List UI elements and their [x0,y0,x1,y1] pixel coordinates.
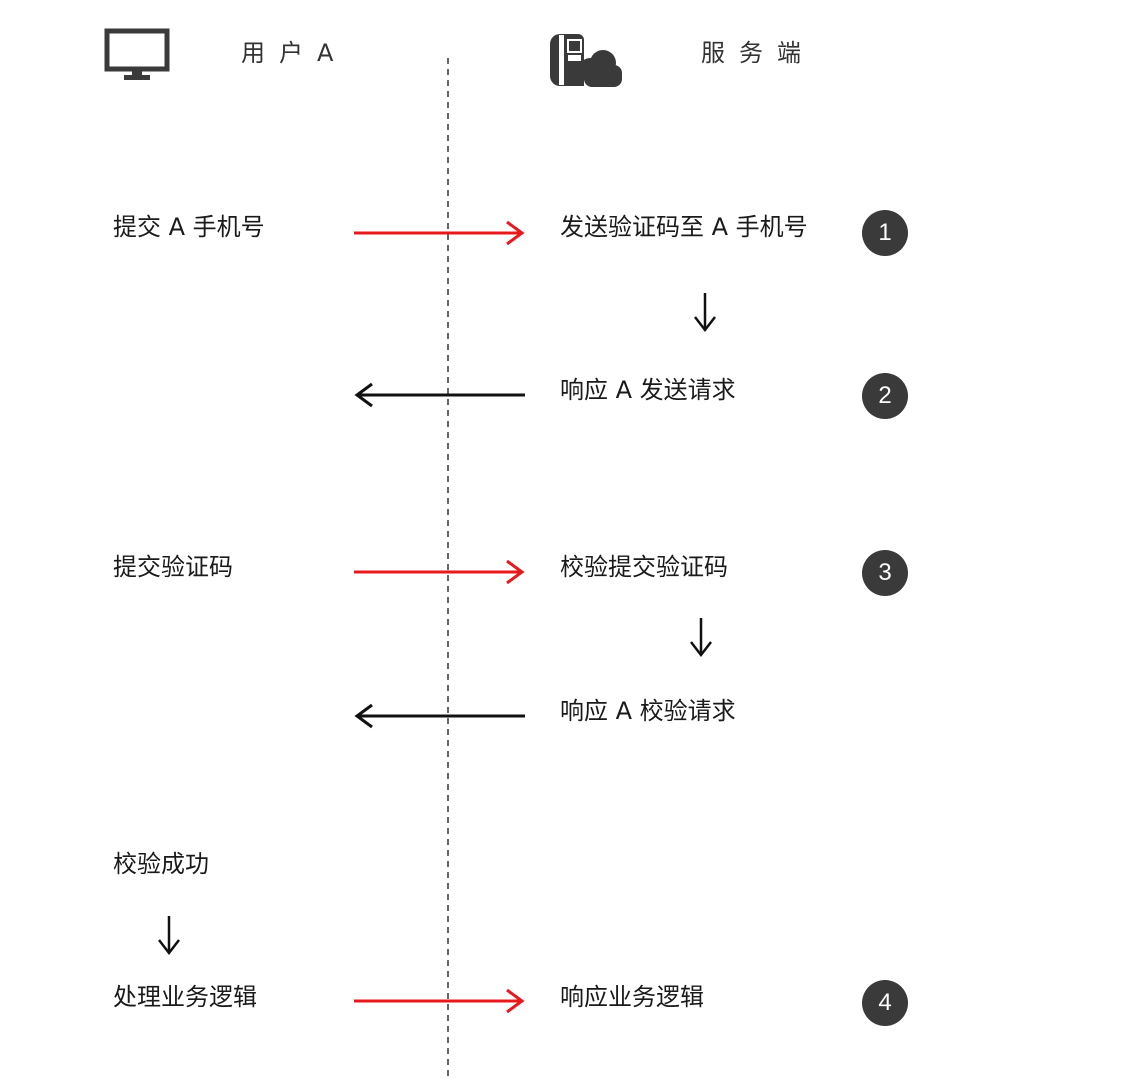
server-step-respond-business: 响应业务逻辑 [560,983,704,1011]
user-a-header: 用户A [241,39,348,67]
arrow-response-verify [354,703,525,729]
server-cloud-icon [550,34,622,87]
user-step-verify-success: 校验成功 [113,850,209,878]
arrow-down-user [158,916,180,956]
step-badge-4: 4 [862,980,908,1026]
step-badge-3: 3 [862,550,908,596]
user-step-business-logic: 处理业务逻辑 [113,983,257,1011]
server-step-send-code: 发送验证码至 A 手机号 [560,213,808,241]
arrow-down-server-1 [694,293,716,333]
arrow-submit-code [354,559,525,585]
user-step-submit-phone: 提交 A 手机号 [113,213,265,241]
server-step-respond-verify: 响应 A 校验请求 [560,697,736,725]
arrow-business-logic [354,988,525,1014]
arrow-response-send [354,382,525,408]
monitor-icon [104,28,170,80]
arrow-down-server-2 [690,618,712,658]
server-step-respond-send: 响应 A 发送请求 [560,376,736,404]
step-badge-2: 2 [862,373,908,419]
user-step-submit-code: 提交验证码 [113,553,233,581]
server-header: 服务端 [701,39,815,67]
step-badge-1: 1 [862,210,908,256]
arrow-submit-phone [354,220,525,246]
server-step-verify-code: 校验提交验证码 [560,553,728,581]
